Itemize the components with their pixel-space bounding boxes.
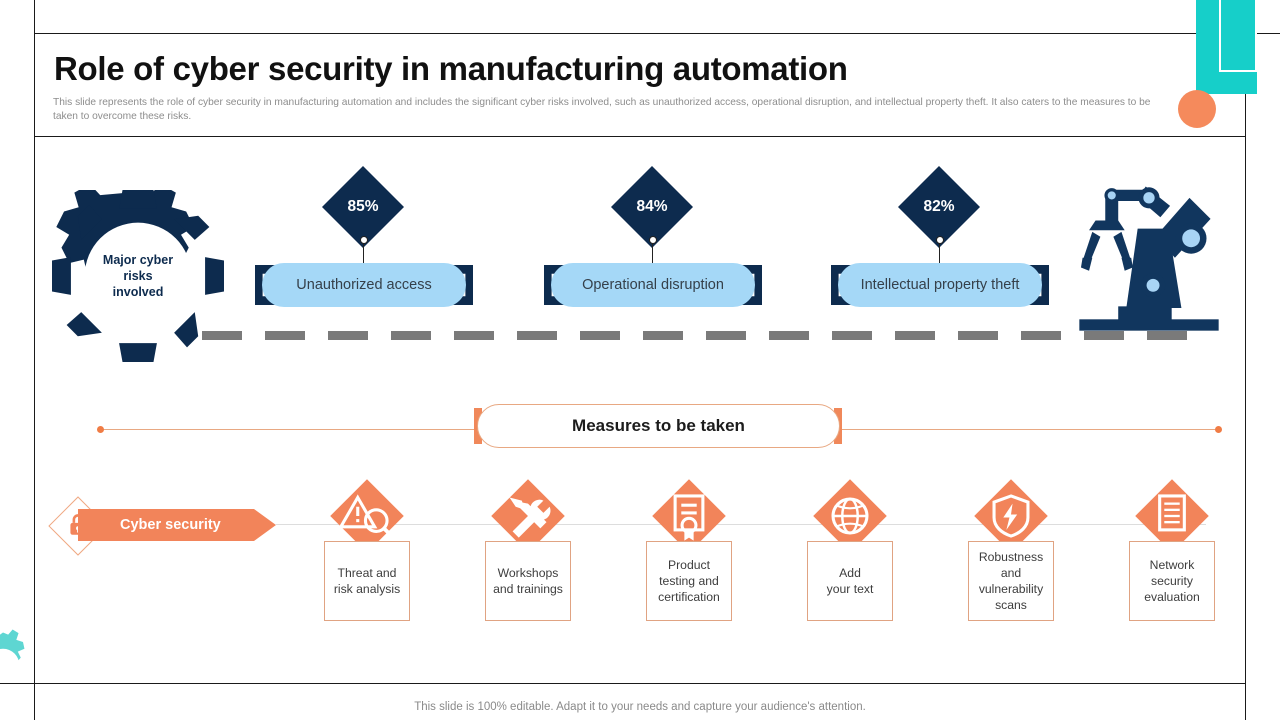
- cyber-security-label: Cyber security: [120, 517, 221, 533]
- teal-rectangle-decoration: [1196, 0, 1257, 94]
- measure-card-line-1: Add: [839, 566, 861, 580]
- robot-arm-icon: [1079, 186, 1219, 331]
- cyber-security-arrow-banner[interactable]: Cyber security: [78, 509, 276, 541]
- frame-line-middle: [34, 136, 1245, 137]
- dashed-road-line: [202, 331, 1202, 340]
- measure-card: Robustness and vulnerability scans: [968, 541, 1054, 621]
- page-subtitle: This slide represents the role of cyber …: [53, 97, 1151, 122]
- measure-card: Product testing and certification: [646, 541, 732, 621]
- warning-magnifier-icon: [338, 494, 394, 538]
- risk-stem-dot: [936, 236, 944, 244]
- frame-line-bottom: [34, 683, 1245, 684]
- measure-card-line-3: vulnerability: [978, 582, 1044, 596]
- teal-rectangle-inner-outline: [1219, 0, 1257, 72]
- risk-stem-line: [652, 240, 653, 265]
- measure-card-line-1: Robustness: [978, 550, 1044, 564]
- measures-banner-title: Measures to be taken: [477, 404, 840, 448]
- checklist-icon: [1158, 494, 1186, 532]
- measures-rule-dot-right: [1215, 426, 1222, 433]
- frame-line-left: [34, 0, 35, 720]
- measures-items-baseline: [276, 524, 1206, 525]
- measure-card: Workshops and trainings: [485, 541, 571, 621]
- risk-percent-value: 82%: [923, 198, 955, 215]
- page-title: Role of cyber security in manufacturing …: [54, 50, 848, 87]
- major-risks-gear-icon: [52, 190, 224, 362]
- measure-card: Add your text: [807, 541, 893, 621]
- risk-stem-line: [363, 240, 364, 265]
- measure-card-line-4: scans: [995, 598, 1027, 612]
- measure-card-line-2: and: [1000, 566, 1022, 580]
- shield-bolt-icon: [992, 494, 1030, 538]
- measure-card-line-2: security: [1150, 574, 1193, 588]
- measure-card-line-2: testing and: [659, 574, 719, 588]
- risk-stem-line: [939, 240, 940, 265]
- measure-card-line-1: Product: [667, 558, 710, 572]
- risk-stem-dot: [649, 236, 657, 244]
- frame-line-top: [34, 33, 1280, 34]
- risk-label-pill[interactable]: Unauthorized access: [262, 263, 466, 307]
- orange-circle-decoration: [1178, 90, 1216, 128]
- tools-icon: [509, 497, 551, 538]
- measures-rule-dot-left: [97, 426, 104, 433]
- measure-card-line-1: Network: [1149, 558, 1195, 572]
- risk-stem-dot: [360, 236, 368, 244]
- measure-card: Threat and risk analysis: [324, 541, 410, 621]
- measure-card-line-2: your text: [826, 582, 874, 596]
- risk-percent-value: 84%: [636, 198, 668, 215]
- risk-percent-value: 85%: [347, 198, 379, 215]
- measure-card: Network security evaluation: [1129, 541, 1215, 621]
- risk-label-pill[interactable]: Operational disruption: [551, 263, 755, 307]
- teal-gear-decoration-icon: [0, 629, 25, 682]
- measure-card-line-3: certification: [658, 590, 720, 604]
- frame-line-bottom-left-stub: [0, 683, 40, 684]
- measure-card-line-3: evaluation: [1144, 590, 1200, 604]
- risk-label-pill[interactable]: Intellectual property theft: [838, 263, 1042, 307]
- measure-card-line-1: Threat and: [337, 566, 397, 580]
- measure-card-line-2: and trainings: [493, 582, 563, 596]
- footer-note: This slide is 100% editable. Adapt it to…: [414, 701, 866, 713]
- certificate-icon: [673, 494, 705, 541]
- frame-line-right: [1245, 0, 1246, 720]
- globe-icon: [831, 497, 869, 535]
- measure-card-line-2: risk analysis: [333, 582, 401, 596]
- measure-card-line-1: Workshops: [497, 566, 559, 580]
